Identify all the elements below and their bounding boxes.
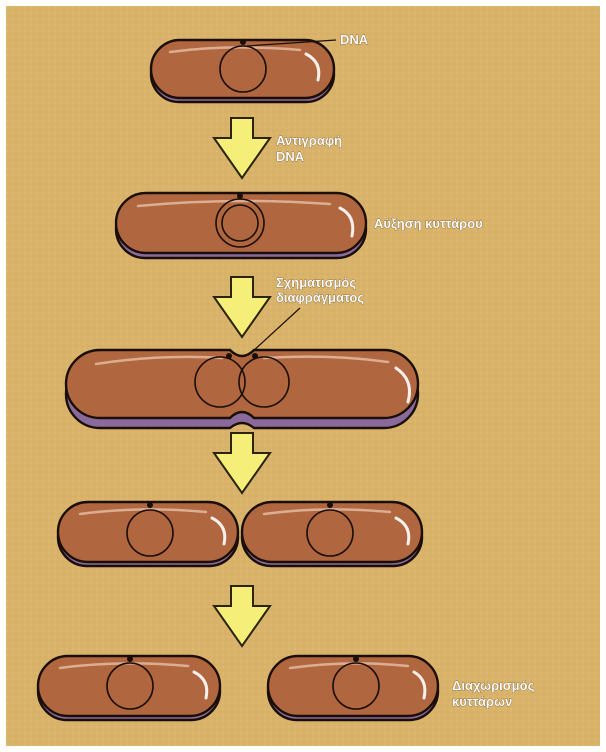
cell-stage-4-right xyxy=(242,502,422,566)
cell-stage-5-left xyxy=(38,656,220,720)
septum-label-line2: διαφράγματος xyxy=(276,290,364,305)
cell-stage-2 xyxy=(116,193,366,258)
cell-stage-4-left xyxy=(58,502,238,566)
separation-label-line1: Διαχωρισμός xyxy=(452,678,535,693)
replication-label-line2: DNA xyxy=(276,149,305,164)
cell-stage-1 xyxy=(151,39,334,102)
dna-label: DNA xyxy=(340,32,369,47)
replication-label-line1: Αντιγραφή xyxy=(276,133,342,148)
cell-stage-3 xyxy=(66,350,418,428)
cell-growth-label: Αύξηση κυττάρου xyxy=(374,216,483,231)
cell-stage-5-right xyxy=(268,656,438,720)
separation-label-line2: κυττάρων xyxy=(452,694,512,709)
septum-label-line1: Σχηματισμός xyxy=(276,275,356,290)
